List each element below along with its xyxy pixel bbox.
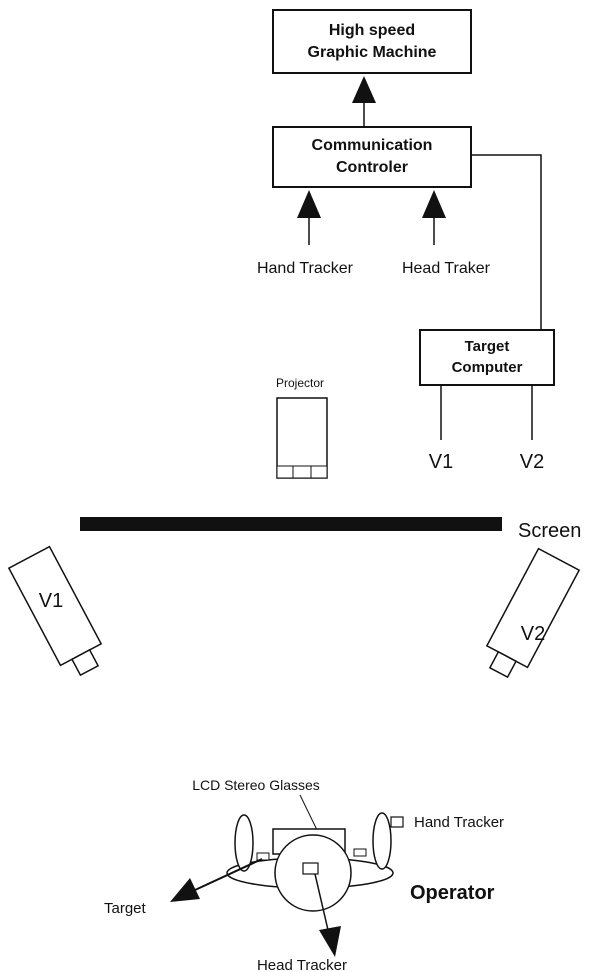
projector-label: Projector (276, 376, 324, 390)
operator-right-arm (372, 812, 392, 870)
hand-tracker-input-arrow (297, 190, 321, 245)
operator-hand-tracker-label: Hand Tracker (414, 814, 504, 831)
operator-left-arm (234, 814, 254, 872)
controller-label-line2: Controler (336, 159, 408, 176)
controller-to-graphic-arrow (352, 76, 376, 127)
lcd-glasses-pointer (299, 794, 319, 833)
screen-bar (80, 517, 502, 531)
operator-figure (226, 812, 394, 912)
head-tracker-sensor (302, 862, 319, 875)
controller-label-line1: Communication (312, 137, 433, 154)
communication-controller-box: Communication Controler (272, 126, 472, 188)
projector-icon (276, 397, 328, 479)
target-output-v2-label: V2 (520, 451, 544, 473)
camera-v1-left (7, 545, 103, 677)
camera-v2-right (485, 547, 581, 679)
hand-tracker-input-label: Hand Tracker (257, 260, 354, 277)
camera-v1-label: V1 (39, 590, 63, 612)
target-label: Target (104, 900, 147, 917)
head-tracker-arrow (314, 873, 341, 957)
head-tracker-input-label: Head Traker (402, 260, 491, 277)
target-computer-label-line1: Target (465, 338, 510, 355)
operator-right-hand-sensor (353, 848, 367, 857)
target-computer-box: Target Computer (419, 329, 555, 386)
operator-left-hand-sensor (256, 852, 270, 861)
target-output-v1-label: V1 (429, 451, 453, 473)
head-tracker-input-arrow (422, 190, 446, 245)
target-arrow (170, 858, 263, 902)
graphic-machine-label-line2: Graphic Machine (308, 44, 437, 61)
controller-to-target-line (471, 154, 542, 330)
camera-v2-label: V2 (521, 623, 545, 645)
head-tracker-label: Head Tracker (257, 957, 347, 972)
lcd-glasses-label: LCD Stereo Glasses (192, 777, 320, 793)
hand-tracker-sensor (390, 816, 404, 828)
operator-label: Operator (410, 882, 495, 904)
graphic-machine-box: High speed Graphic Machine (272, 9, 472, 74)
graphic-machine-label-line1: High speed (329, 22, 415, 39)
screen-label: Screen (518, 520, 581, 542)
target-computer-label-line2: Computer (452, 359, 523, 376)
